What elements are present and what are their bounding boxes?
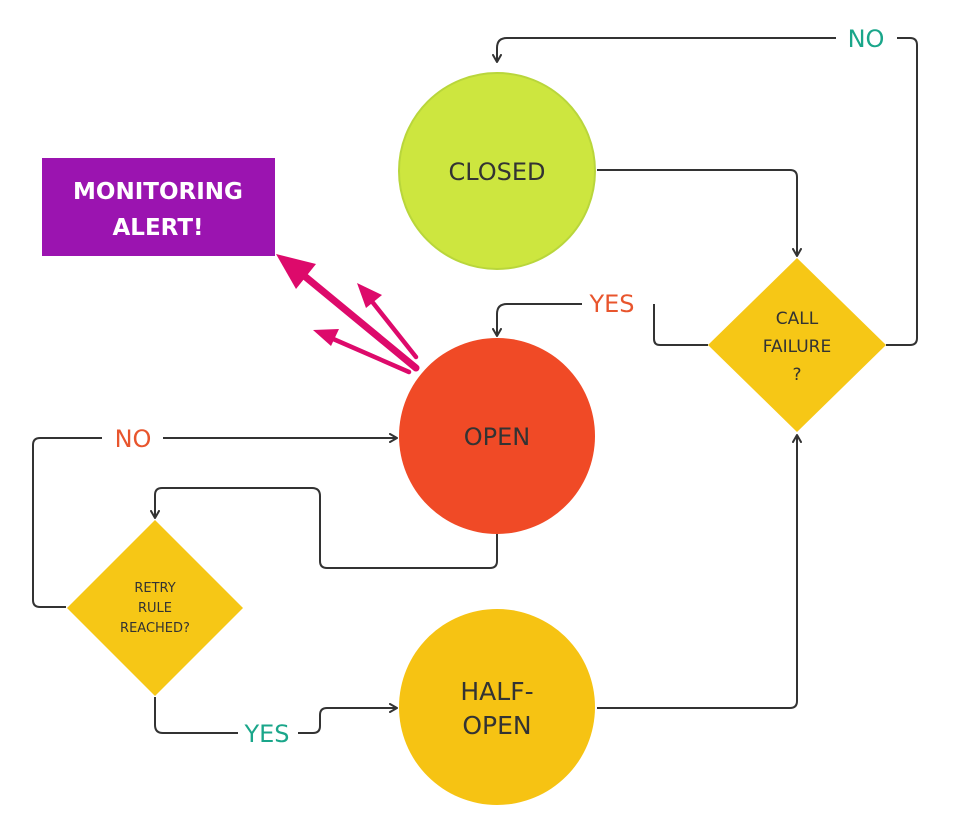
edge-closed-to-call-failure <box>597 169 802 257</box>
half-open-label-line1: HALF- <box>460 677 533 706</box>
call-failure-line2: FAILURE <box>763 337 831 357</box>
call-failure-line1: CALL <box>776 309 819 329</box>
call-failure-diamond <box>708 258 886 432</box>
node-retry-rule: RETRY RULE REACHED? <box>67 520 243 696</box>
edge-half-open-to-call-failure <box>597 434 802 709</box>
alert-line1: MONITORING <box>73 179 243 205</box>
edge-label-yes-bottom: YES <box>243 720 289 748</box>
node-half-open: HALF- OPEN <box>399 609 595 805</box>
node-closed: CLOSED <box>398 72 596 270</box>
open-circle <box>399 338 595 534</box>
node-call-failure: CALL FAILURE ? <box>708 258 886 432</box>
edge-call-failure-yes-to-open <box>497 303 708 346</box>
edge-label-no-left: NO <box>115 425 152 453</box>
alert-arrow-medium <box>357 283 419 360</box>
closed-label: CLOSED <box>448 158 545 186</box>
alert-line2: ALERT! <box>112 215 203 241</box>
edge-label-no-top: NO <box>848 25 885 53</box>
edge-open-to-retry-rule <box>150 487 498 569</box>
edge-retry-yes-to-half-open <box>154 697 397 734</box>
alert-arrow-small <box>313 329 412 375</box>
node-open: OPEN <box>399 338 595 534</box>
retry-rule-line1: RETRY <box>134 581 175 596</box>
half-open-label-line2: OPEN <box>462 711 531 740</box>
retry-rule-diamond <box>67 520 243 696</box>
edge-call-failure-no-to-closed <box>497 37 918 346</box>
retry-rule-line3: REACHED? <box>120 621 190 636</box>
closed-circle <box>398 72 596 270</box>
retry-rule-line2: RULE <box>138 601 172 616</box>
alert-arrows <box>276 254 420 375</box>
half-open-circle <box>399 609 595 805</box>
monitoring-alert-box: MONITORING ALERT! <box>42 158 275 256</box>
call-failure-line3: ? <box>792 365 801 385</box>
alert-rect <box>42 158 275 256</box>
alert-arrow-large <box>276 254 420 372</box>
edge-retry-no-to-open <box>32 438 397 608</box>
edge-label-yes-right: YES <box>588 290 634 318</box>
open-label: OPEN <box>464 423 530 451</box>
